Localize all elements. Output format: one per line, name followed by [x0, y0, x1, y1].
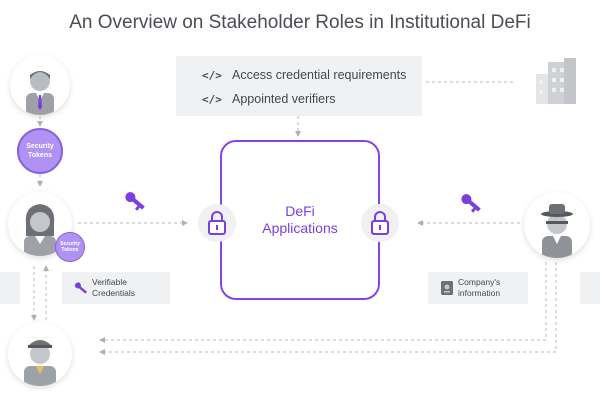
officer-icon: [24, 340, 56, 386]
passport-icon: [441, 281, 453, 295]
defi-applications-label: DeFi Applications: [220, 203, 380, 237]
right-info-box: [580, 272, 600, 304]
requirement-text: Access credential requirements: [232, 68, 407, 82]
diagram-title: An Overview on Stakeholder Roles in Inst…: [69, 12, 531, 33]
defi-applications-box: [220, 140, 380, 300]
key-icon: [461, 194, 481, 213]
requirement-row: </> Access credential requirements: [202, 68, 406, 82]
security-tokens-small-badge: Security Tokens: [55, 232, 85, 262]
key-icon: [125, 192, 145, 211]
lock-icon-left: [198, 204, 236, 242]
label-line: Company's: [458, 277, 501, 287]
left-info-box: [0, 272, 20, 304]
requirement-text: Appointed verifiers: [232, 92, 336, 106]
defi-title-line: Applications: [262, 220, 338, 236]
requirements-panel: </> Access credential requirements </> A…: [176, 56, 422, 116]
label-line: Credentials: [92, 288, 135, 298]
agent-avatar: [524, 192, 590, 258]
investor-avatar: [8, 192, 72, 256]
label-line: Verifiable: [92, 277, 127, 287]
label-line: information: [458, 288, 501, 298]
lock-icon: [208, 211, 226, 235]
arrow-agent-to-verifier-2: [99, 262, 557, 355]
code-icon: </>: [202, 68, 222, 82]
code-icon: </>: [202, 92, 222, 106]
building-icon: [536, 58, 576, 104]
security-tokens-badge: Security Tokens: [17, 128, 63, 174]
issuer-avatar: [10, 55, 70, 115]
verifier-avatar: [8, 322, 72, 386]
arrow-agent-to-verifier-1: [99, 262, 547, 343]
lock-icon-right: [361, 204, 399, 242]
defi-title-line: DeFi: [285, 203, 315, 219]
detective-icon: [541, 204, 573, 258]
requirement-row: </> Appointed verifiers: [202, 92, 336, 106]
verifiable-credentials-box: Verifiable Credentials: [62, 272, 170, 304]
businessman-icon: [26, 71, 54, 115]
key-icon: [74, 282, 88, 294]
lock-icon: [371, 211, 389, 235]
businesswoman-icon: [24, 204, 56, 256]
company-information-box: Company's information: [428, 272, 528, 304]
